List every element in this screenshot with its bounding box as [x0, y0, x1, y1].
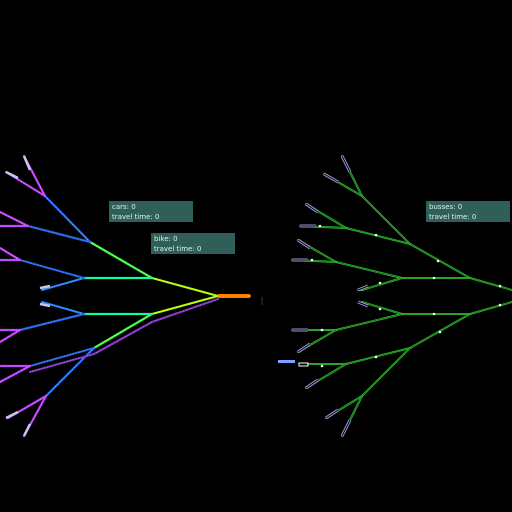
bus-lane-divider	[361, 347, 411, 397]
bus-stop-dot	[432, 276, 436, 280]
bus-lane-divider	[335, 313, 403, 331]
road-segment	[43, 194, 92, 244]
bus-stop-stub-inner	[305, 379, 319, 389]
bus-stop-dot	[320, 328, 324, 332]
bus-lane-divider	[361, 277, 403, 291]
lane-marking	[19, 259, 85, 279]
bike-travel-time-label: travel time: 0	[154, 245, 202, 253]
lane-marking	[29, 347, 95, 367]
bus-stop-dot	[374, 355, 378, 359]
bus-lane-divider	[469, 301, 512, 315]
lane-marking	[29, 353, 95, 373]
lane-marking	[93, 313, 153, 349]
entry-stub	[5, 410, 19, 420]
lane-marking	[151, 295, 219, 315]
bus-stop-dot	[432, 312, 436, 316]
bus-stop-dot	[436, 259, 440, 263]
bus-stop-dot	[310, 258, 314, 262]
bus-stop-stub-inner	[297, 343, 311, 353]
lane-marking	[93, 321, 153, 355]
bus-stop-dot	[438, 330, 442, 334]
bus-lane-divider	[469, 277, 512, 291]
entry-stub	[5, 170, 19, 180]
bus-vehicle[interactable]	[278, 360, 309, 367]
entry-stub	[22, 423, 32, 437]
bus-stop-dot	[374, 233, 378, 237]
bus-lane-divider	[361, 195, 411, 245]
entry-stub	[39, 302, 51, 308]
bus-stop-stub-inner	[357, 301, 369, 307]
bus-lane-divider	[345, 227, 411, 245]
busses-count-label: busses: 0	[429, 203, 463, 211]
road-segment	[88, 240, 154, 280]
bus-stop-stub-inner	[341, 419, 351, 437]
bus-stop-dot	[498, 284, 502, 288]
bus-stop-dot	[498, 303, 502, 307]
bike-count-label: bike: 0	[154, 235, 178, 243]
cars-travel-time-label: travel time: 0	[112, 213, 160, 221]
bus-stop-stub-inner	[357, 285, 369, 291]
bus-lane-divider	[409, 243, 471, 279]
bus-stop-stub-inner	[323, 173, 339, 183]
lane-marking	[41, 301, 85, 315]
lane-marking	[45, 347, 95, 397]
bus-stop-stub-inner	[341, 155, 351, 173]
road-segment	[150, 297, 220, 324]
bus-stop-dot	[318, 224, 322, 228]
entry-stub	[39, 284, 51, 290]
network-exit-segment	[218, 294, 263, 305]
cars-stats-panel: cars: 0 travel time: 0	[109, 201, 193, 222]
bus-stop-stub-inner	[297, 239, 311, 249]
bus-stop-dot	[320, 364, 324, 368]
road-segment	[0, 364, 32, 384]
lane-marking	[0, 211, 29, 227]
lane-marking	[0, 329, 21, 343]
bus-stop-dot	[378, 281, 382, 285]
lane-marking	[0, 247, 21, 261]
lane-marking	[151, 277, 219, 297]
bus-stop-dot	[378, 307, 382, 311]
busses-travel-time-label: travel time: 0	[429, 213, 477, 221]
road-segment	[150, 276, 220, 298]
bus-stops	[292, 155, 502, 437]
bus-lane-divider	[361, 301, 403, 315]
cars-count-label: cars: 0	[112, 203, 136, 211]
bike-stats-panel: bike: 0 travel time: 0	[151, 233, 235, 254]
bus-stop-stub-inner	[325, 409, 339, 419]
lane-marking	[19, 313, 85, 331]
bus-stop-stub-inner	[305, 203, 319, 213]
road-segment	[26, 224, 92, 244]
bus-lane-divider	[345, 347, 411, 365]
bus-road-network	[291, 155, 512, 437]
lane-marking	[41, 277, 85, 291]
busses-stats-panel: busses: 0 travel time: 0	[426, 201, 510, 222]
bus-lane-divider	[335, 261, 403, 279]
car-bike-road-network	[0, 154, 252, 438]
entry-stub	[22, 155, 32, 171]
